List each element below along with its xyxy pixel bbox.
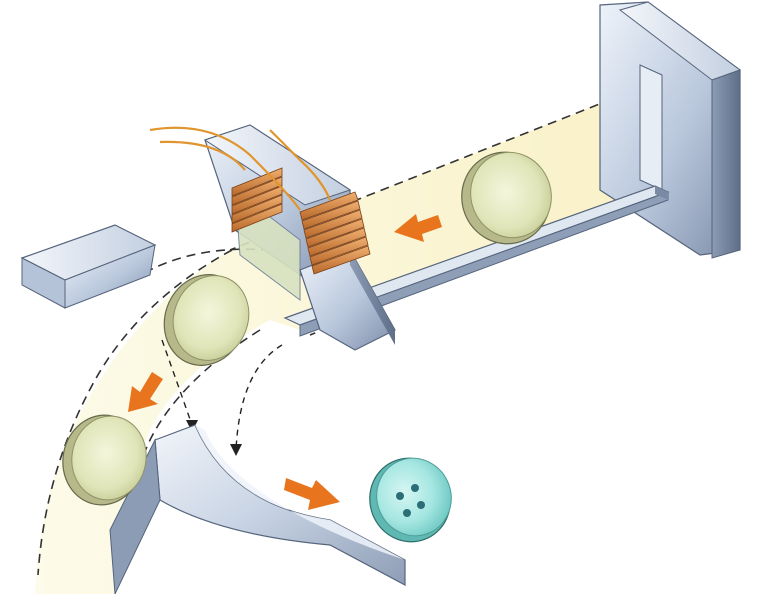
button-hole: [403, 509, 411, 517]
copper-coil: [231, 167, 371, 275]
coil-wires: [149, 126, 332, 211]
reject-direction-arrow: [284, 478, 340, 510]
coin-on-rail: [461, 151, 552, 245]
coin-on-curve: [62, 414, 147, 506]
guide-rail: [283, 185, 670, 337]
wall-bracket-block: [599, 1, 742, 259]
coin-direction-arrow-rail: [394, 214, 442, 242]
button-hole: [417, 501, 425, 509]
rejected-button: [369, 457, 452, 543]
coin-leaving-magnet: [163, 274, 250, 366]
button-hole: [411, 484, 419, 492]
coin-direction-arrow-curve: [128, 372, 163, 412]
button-hole: [396, 492, 404, 500]
deflector-block-left: [20, 224, 157, 309]
curved-chute-ramp: [109, 424, 406, 594]
trajectory-arrows: [161, 339, 283, 451]
